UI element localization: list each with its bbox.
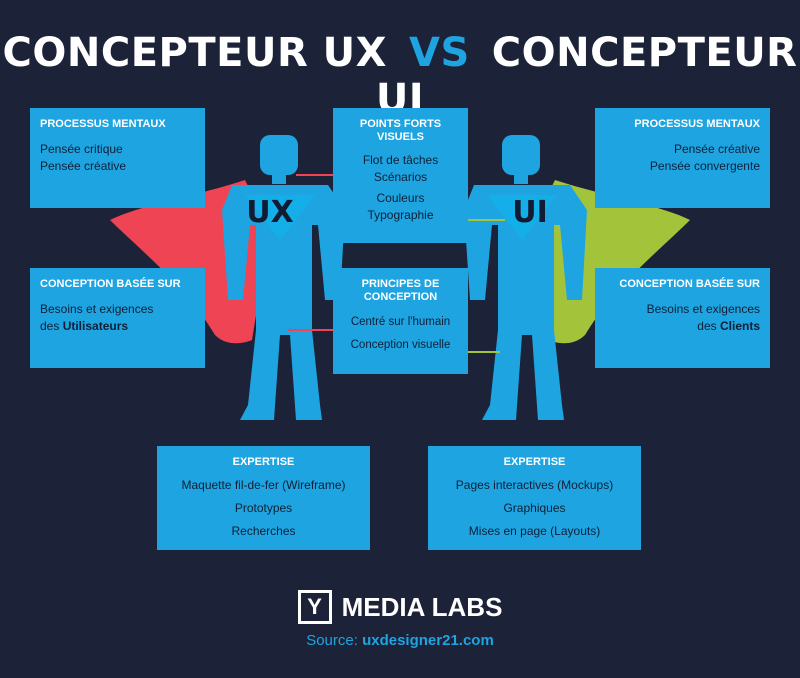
logo-text: MEDIA LABS [341,591,503,622]
ux-expertise-item: Recherches [231,524,296,538]
ui-hero-label: UI [512,195,548,230]
ui-expertise-item: Pages interactives (Mockups) [455,478,614,492]
ui-mental-item: Pensée convergente [649,159,760,173]
ux-mental-heading: PROCESSUS MENTAUX [40,118,166,130]
footer: Y MEDIA LABS Source: uxdesigner21.com [0,590,800,649]
ui-expertise-item: Mises en page (Layouts) [468,524,601,538]
ui-emblem [487,195,557,240]
ui-design-line: Besoins et exigences [646,302,760,316]
ui-expertise-heading: EXPERTISE [503,456,566,468]
strengths-heading: POINTS FORTS VISUELS [359,118,442,143]
ui-mental-box: PROCESSUS MENTAUX Pensée créative Pensée… [595,108,770,208]
ux-expertise-heading: EXPERTISE [232,456,295,468]
ui-expertise-box: EXPERTISE Pages interactives (Mockups) G… [428,446,641,550]
ux-expertise-item: Prototypes [234,501,293,515]
source-prefix: Source: [306,632,363,649]
ux-hero-label: UX [246,195,294,230]
principles-heading: PRINCIPES DE CONCEPTION [361,278,440,303]
strengths-box: POINTS FORTS VISUELS Flot de tâches Scén… [333,108,468,243]
ui-design-line: des Clients [605,318,760,335]
title-vs: VS [408,30,470,76]
ui-expertise-item: Graphiques [503,501,566,515]
ux-mental-item: Pensée critique [40,142,123,156]
ui-design-box: CONCEPTION BASÉE SUR Besoins et exigence… [595,268,770,368]
ui-mental-heading: PROCESSUS MENTAUX [634,118,760,130]
ux-design-prefix: des [40,319,63,333]
ux-design-heading: CONCEPTION BASÉE SUR [40,278,181,290]
ux-mental-box: PROCESSUS MENTAUX Pensée critique Pensée… [30,108,205,208]
ux-design-line: Besoins et exigences [40,302,154,316]
strengths-item: Typographie [367,208,434,222]
title-ux: CONCEPTEUR UX [2,30,387,76]
principles-box: PRINCIPES DE CONCEPTION Centré sur l'hum… [333,268,468,374]
ui-design-heading: CONCEPTION BASÉE SUR [619,278,760,290]
ux-expertise-item: Maquette fil-de-fer (Wireframe) [181,478,346,492]
strengths-item: Flot de tâches [362,153,439,167]
media-labs-logo: Y MEDIA LABS [297,590,503,624]
strengths-item: Couleurs [376,191,425,205]
ux-design-box: CONCEPTION BASÉE SUR Besoins et exigence… [30,268,205,368]
ux-expertise-box: EXPERTISE Maquette fil-de-fer (Wireframe… [157,446,370,550]
ux-design-line: des Utilisateurs [40,318,195,335]
source-link[interactable]: uxdesigner21.com [362,632,494,649]
ux-hero [222,135,345,420]
logo-mark: Y [297,590,332,624]
ux-mental-item: Pensée créative [40,159,127,173]
ui-hero [464,135,587,420]
principles-item: Conception visuelle [350,339,451,351]
strengths-item: Scénarios [373,170,428,184]
principles-item: Centré sur l'humain [350,316,451,328]
source-line: Source: uxdesigner21.com [0,632,800,649]
ux-design-target: Utilisateurs [62,319,129,333]
ui-design-target: Clients [719,319,760,333]
ux-emblem [245,195,315,240]
ui-design-prefix: des [697,319,720,333]
ui-mental-item: Pensée créative [673,142,760,156]
